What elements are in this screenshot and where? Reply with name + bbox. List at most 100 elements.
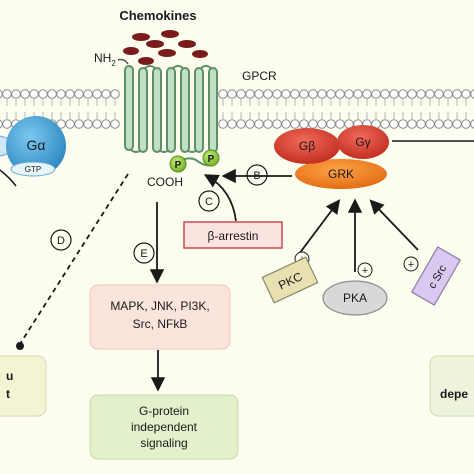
gpcr-receptor	[124, 65, 218, 153]
lipid-head	[101, 119, 111, 129]
lipid-head	[254, 89, 264, 99]
nh2-subscript: 2	[111, 59, 116, 68]
step-d-circle	[50, 229, 72, 251]
chemokines-label: Chemokines	[119, 8, 196, 23]
pkc-to-grk-arrow	[295, 199, 341, 259]
lipid-head	[389, 119, 399, 129]
lipid-head	[74, 89, 84, 99]
lipid-head	[398, 119, 408, 129]
step-e-marker: E	[133, 242, 155, 264]
plus-circle	[403, 256, 419, 272]
lipid-head	[92, 119, 102, 129]
lipid-head	[317, 119, 327, 129]
gpcr-helix	[152, 67, 162, 153]
step-b-circle	[246, 164, 268, 186]
lipid-head	[443, 119, 453, 129]
lipid-head	[335, 89, 345, 99]
right-partial-rect	[429, 355, 474, 417]
lipid-head	[0, 119, 3, 129]
n-terminus-tail	[117, 58, 129, 65]
lipid-head	[470, 119, 474, 129]
lipid-head	[20, 89, 30, 99]
lipid-head	[380, 119, 390, 129]
lipid-head	[65, 119, 75, 129]
gpcr-helix	[208, 67, 218, 153]
g-beta-label: Gβ	[299, 139, 315, 153]
lipid-head	[470, 89, 474, 99]
lipid-head	[56, 89, 66, 99]
beta-arrestin-label: β-arrestin	[208, 229, 259, 243]
lipid-head	[110, 119, 120, 129]
chemokine-molecule	[138, 57, 154, 65]
lipid-head	[218, 119, 228, 129]
step-d-label: D	[57, 235, 65, 247]
lipid-head	[290, 89, 300, 99]
step-b-marker: B	[246, 164, 268, 186]
lipid-head	[11, 89, 21, 99]
lipid-head	[461, 89, 471, 99]
lipid-head	[236, 89, 246, 99]
lipid-head	[452, 89, 462, 99]
lipid-head	[83, 119, 93, 129]
lipid-head	[2, 119, 12, 129]
g-beta-body	[274, 128, 340, 164]
plus-marker: +	[403, 256, 419, 272]
step-d-dashed-line	[19, 173, 129, 345]
lipid-head	[326, 119, 336, 129]
plus-circle	[357, 262, 373, 278]
pkc-box: PKC	[261, 256, 319, 304]
lipid-head	[308, 119, 318, 129]
lipid-head	[362, 89, 372, 99]
lipid-head	[416, 119, 426, 129]
csrc-box: c Src	[410, 246, 462, 306]
lipid-head	[272, 119, 282, 129]
lipid-head	[371, 89, 381, 99]
lipid-head	[254, 119, 264, 129]
left-partial-rect	[0, 355, 47, 417]
gpcr-helix	[166, 67, 176, 153]
grk-label: GRK	[328, 167, 354, 181]
lipid-head	[0, 89, 3, 99]
nh2-label: NH2	[94, 51, 116, 68]
g-gamma-label: Gγ	[355, 135, 370, 149]
phospho-label: P	[208, 154, 215, 165]
lipid-head	[38, 89, 48, 99]
signaling-line-2: independent	[131, 420, 198, 434]
left-partial-line-1: u	[6, 369, 13, 383]
lipid-head	[317, 89, 327, 99]
chemokine-molecule	[178, 40, 196, 48]
lipid-head	[407, 89, 417, 99]
gpcr-label: GPCR	[242, 69, 277, 83]
lipid-head	[83, 89, 93, 99]
g-gamma-body	[337, 125, 389, 159]
lipid-head	[92, 89, 102, 99]
lipid-head	[227, 89, 237, 99]
csrc-to-grk-arrow	[369, 199, 419, 251]
lipid-head	[344, 89, 354, 99]
lipid-head	[29, 89, 39, 99]
phospho-label: P	[175, 160, 182, 171]
step-c-marker: C	[198, 190, 220, 212]
plus-label: +	[408, 259, 414, 271]
pathway-line-2: Src, NFkB	[133, 317, 188, 331]
phospho-group: P	[202, 149, 220, 167]
signaling-line-3: signaling	[140, 436, 187, 450]
lipid-head	[308, 89, 318, 99]
chemokine-molecule	[146, 40, 164, 48]
nh2-main: NH	[94, 51, 111, 65]
lipid-head	[272, 89, 282, 99]
phospho-circle	[169, 155, 187, 173]
lipid-head	[281, 89, 291, 99]
signaling-rect	[89, 394, 239, 460]
g-alpha-edge-line	[0, 169, 17, 187]
phospho-circle	[202, 149, 220, 167]
lipid-head	[326, 89, 336, 99]
chemokine-molecule	[158, 49, 176, 57]
lipid-head	[227, 119, 237, 129]
lipid-head	[245, 89, 255, 99]
arrestin-to-receptor-arrow	[203, 174, 237, 222]
lipid-head	[452, 119, 462, 129]
signaling-box: G-protein independent signaling	[89, 394, 239, 460]
lipid-head	[263, 119, 273, 129]
